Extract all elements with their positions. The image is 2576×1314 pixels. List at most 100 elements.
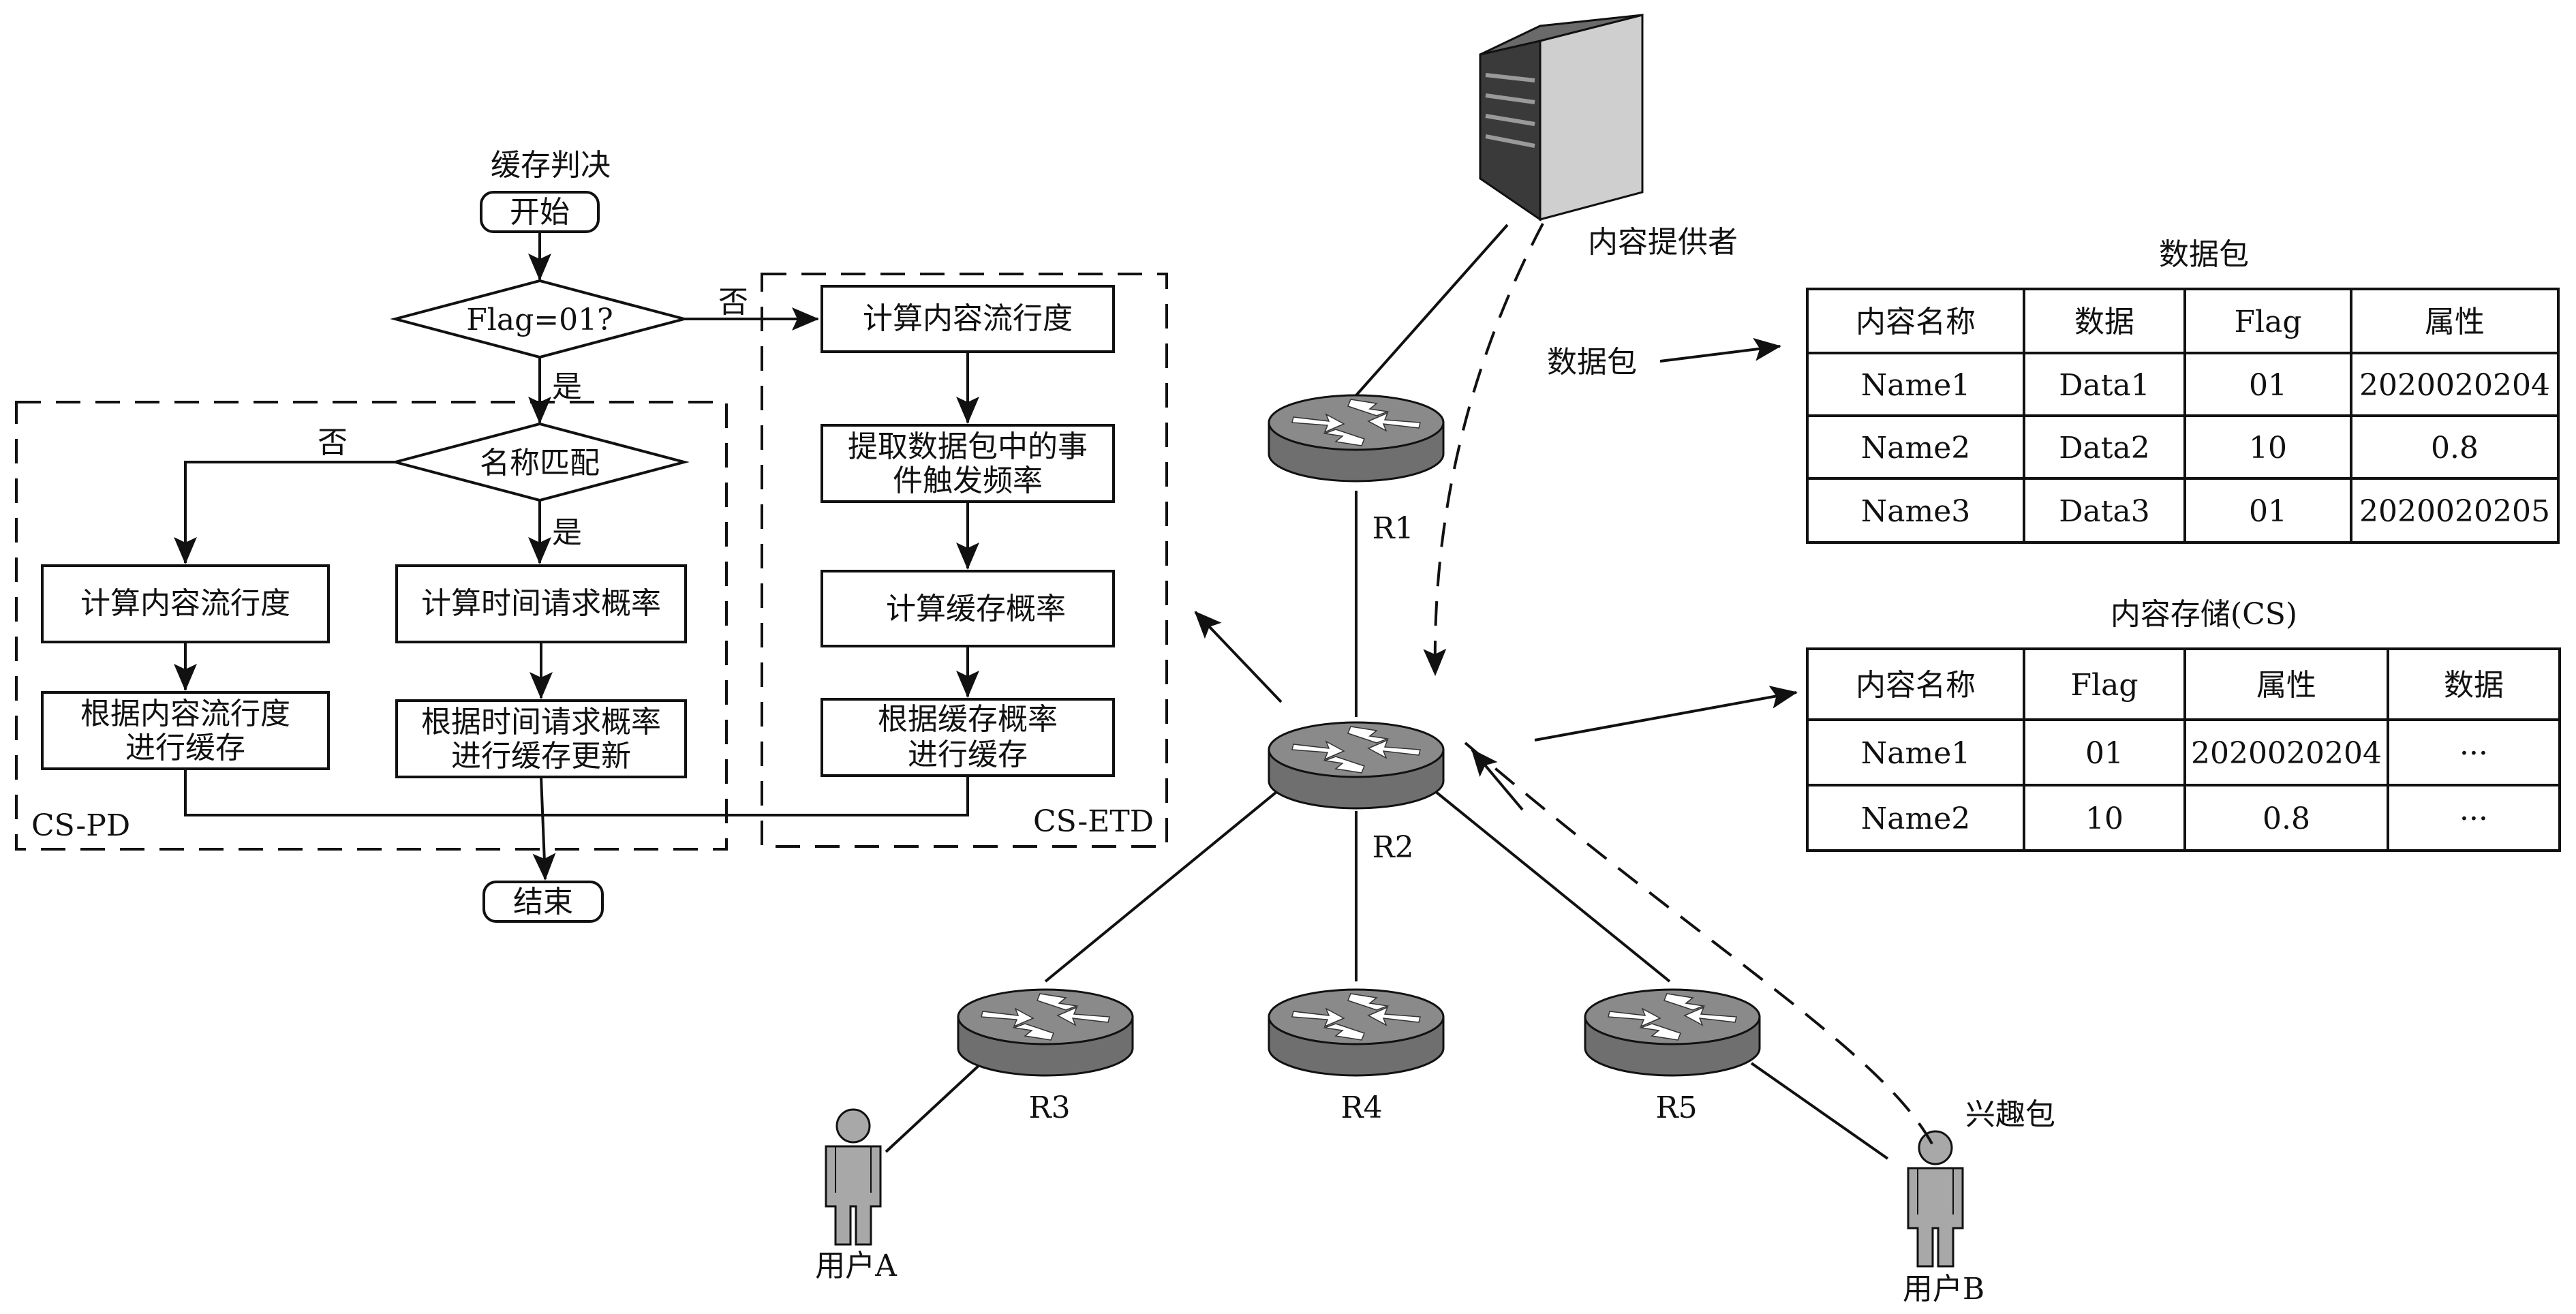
data-table-header-cell: Flag: [2235, 305, 2302, 339]
region-cs-etd: [761, 273, 1168, 848]
interest-flow-path: [1464, 742, 1934, 1146]
etd-extract-line1: 提取数据包中的事: [848, 429, 1088, 464]
cs-table-cell-border: [1806, 784, 2025, 852]
router-label-r1: R1: [1372, 511, 1413, 546]
data-table-cell: 0.8: [2431, 431, 2479, 465]
cs-table-header-cell: 数据: [2444, 668, 2504, 703]
data-table-header-cell: 内容名称: [1856, 305, 1976, 339]
end-node: [482, 881, 604, 923]
data-table-cell: Data2: [2059, 431, 2149, 465]
data-table-cell-border: [2023, 477, 2186, 544]
data-table-header-cell: 数据: [2074, 305, 2134, 339]
etd-cache-line2: 进行缓存: [908, 737, 1028, 772]
flowchart: 缓存判决 开始 Flag=01? 否 是 名称匹配 否 是 计算内容流行度 根据…: [15, 148, 1168, 923]
pd-compute-box: [41, 564, 330, 643]
arrow-to-cs-table: [1534, 686, 1798, 742]
etd-cache-box: [821, 698, 1115, 777]
cs-table-cell-border: [2023, 784, 2186, 852]
data-table-cell: 10: [2249, 431, 2287, 465]
data-table-cell: Name3: [1861, 494, 1971, 529]
cs-table-cell-border: [2023, 647, 2186, 721]
router-label-r2: R2: [1372, 830, 1413, 865]
cs-table-cell: 10: [2085, 801, 2123, 836]
data-table-cell-border: [2350, 288, 2560, 354]
router-icon: [1268, 394, 1445, 483]
cs-table-cell-border: [1806, 718, 2025, 786]
time-cache-line1: 根据时间请求概率: [421, 705, 661, 739]
cs-table-cell: Name2: [1861, 801, 1971, 836]
etd-prob-label: 计算缓存概率: [886, 592, 1066, 626]
flag-decision-label: Flag=01?: [466, 303, 613, 337]
time-compute-box: [395, 564, 687, 643]
user-a-label: 用户A: [815, 1249, 898, 1283]
data-table-cell-border: [2023, 288, 2186, 354]
data-table-cell-border: [2350, 477, 2560, 544]
cs-table-cell: 0.8: [2263, 801, 2310, 836]
start-label: 开始: [510, 195, 570, 230]
cs-table-cell-border: [1806, 647, 2025, 721]
cs-table-cell: 01: [2085, 736, 2123, 771]
router-icon: [1268, 988, 1445, 1077]
flag-no-label: 否: [718, 285, 748, 320]
flowchart-title: 缓存判决: [491, 148, 611, 183]
cs-table: 内容存储(CS) 内容名称 Flag 属性 数据 Name1 01 2020020204 ··…: [1806, 597, 2561, 852]
cs-table-cell-border: [2183, 647, 2389, 721]
data-table-cell: Data1: [2059, 368, 2149, 403]
user-icon: [1907, 1130, 1964, 1268]
server-icon: [1479, 14, 1644, 221]
data-table-cell-border: [2023, 414, 2186, 480]
cs-table-cell-border: [2387, 718, 2561, 786]
data-table-cell-border: [2023, 352, 2186, 417]
data-table-cell: 01: [2249, 494, 2287, 529]
cs-table-cell-border: [2387, 784, 2561, 852]
user-icon: [825, 1108, 882, 1246]
cs-table-header-cell: Flag: [2071, 668, 2138, 703]
name-yes-label: 是: [552, 515, 582, 550]
data-table-cell: Data3: [2059, 494, 2149, 529]
name-match-decision: [390, 422, 690, 502]
name-match-label: 名称匹配: [480, 446, 600, 480]
data-table-cell: Name1: [1861, 368, 1971, 403]
etd-compute-label: 计算内容流行度: [863, 301, 1073, 336]
data-packet-label: 数据包: [1547, 345, 1637, 380]
pd-cache-line2: 进行缓存: [125, 731, 245, 765]
data-table-cell: 01: [2249, 368, 2287, 403]
data-table-cell-border: [1806, 288, 2025, 354]
router-icon: [1268, 721, 1445, 810]
data-table-cell: Name2: [1861, 431, 1971, 465]
user-b-label: 用户B: [1903, 1272, 1984, 1307]
region-cs-pd-label: CS-PD: [31, 808, 130, 843]
router-icon: [957, 988, 1134, 1077]
interest-packet-label: 兴趣包: [1965, 1097, 2055, 1132]
etd-cache-line1: 根据缓存概率: [878, 702, 1058, 737]
arrow-to-data-table: [1659, 337, 1781, 363]
etd-extract-box: [821, 424, 1115, 503]
time-compute-label: 计算时间请求概率: [421, 586, 661, 621]
data-table-cell-border: [1806, 352, 2025, 417]
router-label-r3: R3: [1028, 1090, 1070, 1125]
cs-table-title: 内容存储(CS): [2111, 597, 2297, 632]
end-label: 结束: [513, 885, 573, 919]
cs-table-cell: Name1: [1861, 736, 1971, 771]
cs-table-cell: 2020020204: [2191, 736, 2382, 771]
cs-table-header-cell: 属性: [2256, 668, 2316, 703]
region-cs-pd: [15, 401, 728, 851]
pd-cache-box: [41, 691, 330, 770]
pd-compute-label: 计算内容流行度: [80, 586, 290, 621]
flag-yes-label: 是: [552, 369, 582, 404]
pd-cache-line1: 根据内容流行度: [80, 697, 290, 731]
router-icon: [1584, 988, 1761, 1077]
data-table-cell: 2020020204: [2359, 368, 2550, 403]
etd-extract-line2: 件触发频率: [893, 463, 1043, 498]
router-label-r5: R5: [1655, 1090, 1697, 1125]
data-table-cell: 2020020205: [2359, 494, 2550, 529]
region-cs-etd-label: CS-ETD: [1033, 804, 1154, 839]
cs-table-header-cell: 内容名称: [1856, 668, 1976, 703]
provider-label: 内容提供者: [1588, 225, 1738, 260]
network: 内容提供者 R1 R2 R3 R4 R5 用户A 用户B 数据包 兴趣包: [815, 14, 2055, 1307]
cs-table-cell: ···: [2459, 801, 2488, 836]
cs-table-cell: ···: [2459, 736, 2488, 771]
data-table-header-cell: 属性: [2425, 305, 2485, 339]
